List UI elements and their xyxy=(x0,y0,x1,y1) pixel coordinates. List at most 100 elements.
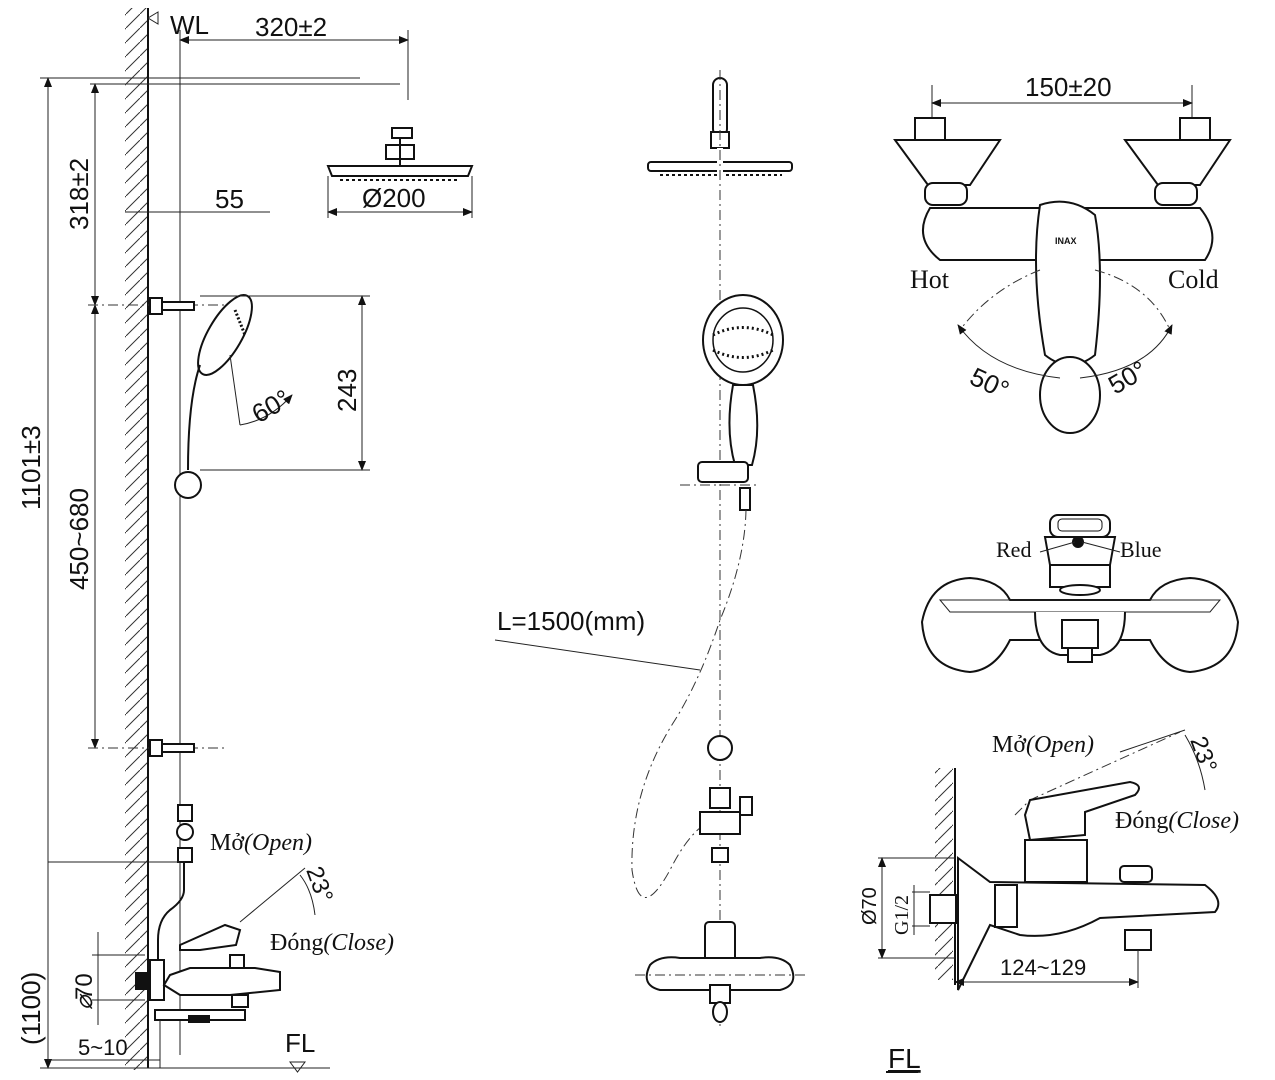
side-dia-label: Ø70 xyxy=(859,887,881,925)
blue-leader xyxy=(1081,541,1121,553)
handshower-span-label: 243 xyxy=(332,369,362,412)
inlet-pipe-side xyxy=(929,894,957,924)
inlet-dia-label: 70 xyxy=(71,973,98,1000)
lever-cold-ghost xyxy=(1094,269,1171,331)
bar-range-label: 450~680 xyxy=(64,488,94,590)
mixer-wall-plate xyxy=(149,959,165,1001)
wl-label: WL xyxy=(170,10,209,40)
lever-open-ref xyxy=(239,867,306,923)
open-right-group: Mở(Open) xyxy=(992,732,1094,758)
cold-eccentric xyxy=(1154,182,1198,206)
lower-fitting-front xyxy=(711,847,729,863)
diverter-cap-front xyxy=(1059,584,1101,596)
spout-nut-front xyxy=(1061,619,1099,649)
handshower-angle-label: 60° xyxy=(247,383,296,429)
riser-pipe-fill xyxy=(180,83,404,860)
diverter-knob xyxy=(176,823,194,841)
upper-bracket xyxy=(149,297,163,315)
hot-inlet-cover xyxy=(893,139,1002,186)
diverter-knob-front xyxy=(739,796,753,816)
spout-outlet-side-right xyxy=(1124,929,1152,951)
lever-hot-ghost xyxy=(959,269,1041,331)
spray-dots-1 xyxy=(712,326,774,337)
hand-shower-spray xyxy=(712,307,774,373)
lower-bracket xyxy=(149,739,163,757)
mixer-top-edge xyxy=(938,599,1222,613)
hot-label: Hot xyxy=(910,265,950,294)
hand-shower-handle xyxy=(187,364,201,471)
hose-line xyxy=(631,509,747,898)
blue-label: Blue xyxy=(1120,537,1162,562)
mixer-body-side-right xyxy=(957,856,1220,991)
hose-length-label: L=1500(mm) xyxy=(497,606,645,636)
hose-leader xyxy=(494,639,701,671)
cold-inlet-cover xyxy=(1123,139,1232,186)
hose-nut-front xyxy=(739,487,751,511)
lower-bracket-arm xyxy=(161,743,195,753)
mixer-riser xyxy=(157,862,185,1000)
upper-bracket-arm xyxy=(161,301,195,311)
angle-cold-label: 50° xyxy=(1103,355,1152,401)
inlet-eccentric xyxy=(135,972,151,990)
top-pipe-cap xyxy=(712,77,728,137)
angle-hot-label: 50° xyxy=(965,361,1013,405)
diverter-lower-fitting xyxy=(177,847,193,863)
open-left-en-label: (Open) xyxy=(244,830,312,856)
lever-tip-top xyxy=(1039,356,1101,434)
spout-front xyxy=(709,984,731,1004)
hot-inlet-cap xyxy=(914,117,946,141)
slider-front xyxy=(697,461,749,483)
arm-height-label: 318±2 xyxy=(64,158,94,230)
lever-slot xyxy=(1057,518,1103,532)
close-left-en-label: (Close) xyxy=(323,930,394,956)
wl-marker xyxy=(147,11,159,25)
angle-arc-hot xyxy=(957,324,1061,379)
brand-label: INAX xyxy=(1055,236,1077,246)
hand-shower-handle-front xyxy=(728,384,759,466)
open-right-label: Mở xyxy=(992,732,1026,758)
close-left-group: Đóng(Close) xyxy=(270,930,394,956)
projection-label: 124~129 xyxy=(1000,955,1086,980)
spout-end-front xyxy=(712,1001,728,1023)
angle-arc-60 xyxy=(239,394,293,426)
close-right-en-label: (Close) xyxy=(1168,808,1239,834)
spray-dots-2 xyxy=(712,348,774,359)
cold-label: Cold xyxy=(1168,265,1219,294)
mixer-lever-front xyxy=(704,921,736,963)
cartridge-lower xyxy=(1049,564,1111,588)
lever-top xyxy=(1035,200,1101,366)
diverter-button-side xyxy=(229,954,245,969)
close-right-group: Đóng(Close) xyxy=(1115,808,1239,834)
angle-arc-right xyxy=(1184,734,1206,791)
total-height-label: 1101±3 xyxy=(16,425,46,510)
diverter-body-front xyxy=(699,811,741,835)
thread-label: G1/2 xyxy=(891,895,913,935)
head-dia-label: Ø200 xyxy=(362,183,426,213)
lever-angle-arc xyxy=(299,874,316,916)
open-leader xyxy=(1119,729,1186,753)
open-left-group: Mở(Open) xyxy=(210,830,312,856)
angle-ref xyxy=(229,354,241,426)
angle-arc-cold xyxy=(1079,324,1173,379)
open-right-en-label: (Open) xyxy=(1026,732,1094,758)
lever-side xyxy=(1023,780,1140,842)
pipe-offset-label: 55 xyxy=(215,184,244,214)
diverter-button-side-right xyxy=(1119,865,1153,883)
fl-left-label: FL xyxy=(285,1028,315,1058)
inlet-dia-symbol: ⌀ xyxy=(71,993,98,1010)
diverter-front xyxy=(709,787,731,809)
front-view: L=1500(mm) xyxy=(494,70,805,1030)
close-left-label: Đóng xyxy=(270,930,323,956)
red-label: Red xyxy=(996,537,1031,562)
indicator-dot xyxy=(1072,536,1084,548)
wall-gap-label: 5~10 xyxy=(78,1035,128,1060)
wall-hatch-left xyxy=(125,8,147,1070)
mixer-body-front xyxy=(645,956,795,991)
slider-knob xyxy=(174,471,202,499)
hand-shower-nozzles xyxy=(233,309,247,336)
mixer-side-view: Mở(Open) Đóng(Close) 23° Ø70 G1/2 124~12… xyxy=(859,729,1239,991)
side-view: WL 320±2 Ø200 55 318±2 1101±3 xyxy=(16,8,474,1073)
cold-inlet-cap xyxy=(1179,117,1211,141)
mixer-top-view: 150±20 INAX Hot Cold 50° 50° xyxy=(893,72,1232,434)
